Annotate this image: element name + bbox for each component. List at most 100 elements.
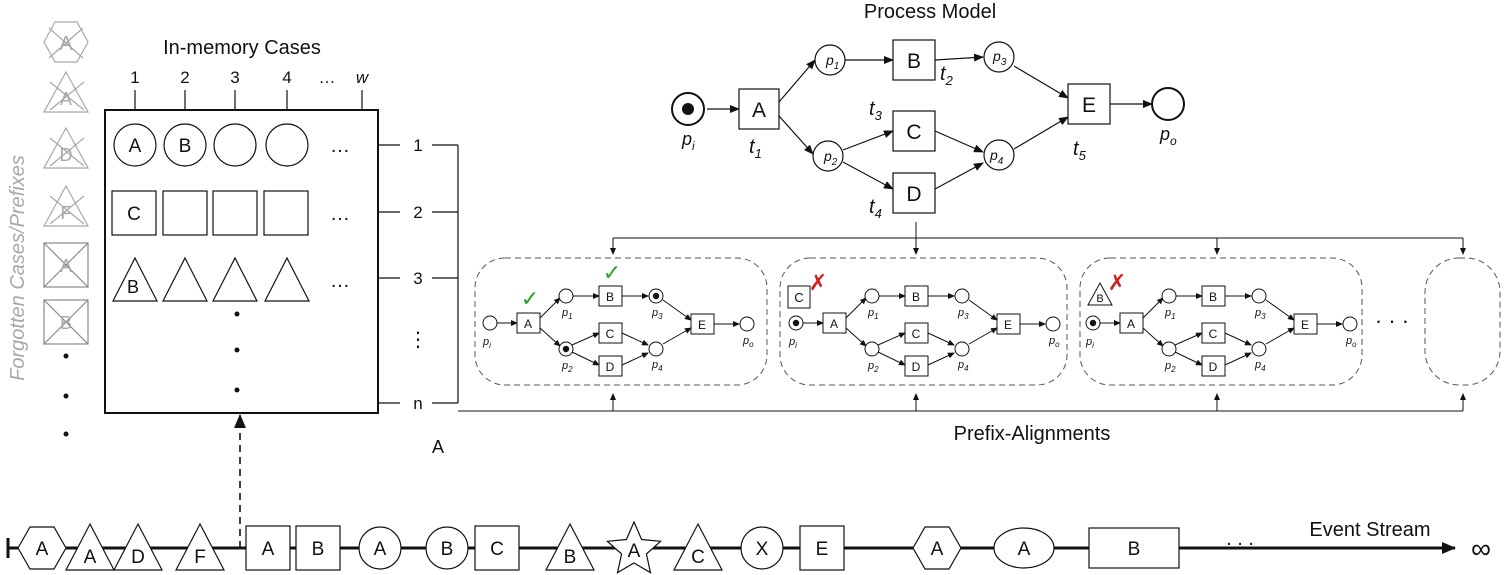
place-p4 xyxy=(983,139,1015,171)
memory-column-label: … xyxy=(319,68,336,87)
stream-ellipsis: . . . xyxy=(1226,528,1254,550)
forgotten-item-label: A xyxy=(59,33,73,55)
stream-event-square xyxy=(474,525,520,571)
forgotten-item xyxy=(43,242,89,288)
memory-column-label: 3 xyxy=(230,68,239,87)
svg-text:p4: p4 xyxy=(651,359,663,373)
stream-event-circle xyxy=(740,526,784,570)
stream-event-triangle xyxy=(545,522,595,571)
memory-cell-triangle xyxy=(162,256,208,302)
stream-event-star xyxy=(605,520,663,574)
transition-c xyxy=(892,110,936,152)
token xyxy=(562,345,570,353)
event-square xyxy=(787,285,811,309)
alignments-ellipsis: · · · xyxy=(1375,308,1409,333)
memory-cell-circle xyxy=(213,123,257,167)
transition-name: t1 xyxy=(749,136,762,161)
transition-name: t2 xyxy=(940,63,954,88)
memory-cell-triangle xyxy=(112,256,158,302)
transition-name: t5 xyxy=(1073,138,1087,163)
memory-vertical-dots xyxy=(234,311,240,393)
stream-event-square xyxy=(799,525,845,571)
stream-event-label: C xyxy=(490,539,504,560)
transition-d xyxy=(892,172,936,214)
memory-row-label: ⋮ xyxy=(408,329,428,351)
stream-event-label: A xyxy=(262,539,275,560)
transition-e xyxy=(1067,83,1111,125)
stream-event-label: A xyxy=(1018,539,1031,560)
memory-cell-label: B xyxy=(127,277,139,297)
memory-cell-square xyxy=(111,190,157,236)
memory-column-label: 2 xyxy=(180,68,189,87)
memory-ellipsis: … xyxy=(330,270,350,292)
svg-text:p2: p2 xyxy=(561,360,573,374)
place-label: pi xyxy=(681,129,695,153)
stream-event-circle xyxy=(425,526,469,570)
memory-cell-circle xyxy=(163,123,207,167)
stray-label: A xyxy=(432,437,444,457)
stream-event-label: B xyxy=(1128,539,1141,560)
stream-event-square xyxy=(245,525,291,571)
transition-name: t3 xyxy=(869,98,883,123)
transition-b xyxy=(892,39,936,81)
alignment-panel xyxy=(779,257,1068,386)
cross-icon: ✗ xyxy=(809,270,827,295)
memory-column-label: 1 xyxy=(130,68,139,87)
forgotten-item xyxy=(42,126,90,169)
transition-label: A xyxy=(752,99,766,122)
memory-cell-label: C xyxy=(127,204,141,225)
event-triangle xyxy=(1087,281,1113,306)
forgotten-item xyxy=(43,21,89,63)
place-p3 xyxy=(983,41,1015,73)
memory-row-label: 2 xyxy=(413,203,422,222)
forgotten-item-label: A xyxy=(60,89,72,109)
memory-row-label: 1 xyxy=(413,136,422,155)
place-label: p4 xyxy=(989,147,1004,167)
memory-row-ticks xyxy=(378,144,459,404)
stream-event-label: A xyxy=(36,539,49,560)
forgotten-item-label: D xyxy=(60,145,73,165)
alignment-panel xyxy=(474,257,768,386)
stream-event-square xyxy=(295,525,341,571)
forgotten-cases-column: Forgotten Cases/Prefixes A A D F A xyxy=(7,21,90,437)
transition-label: E xyxy=(1082,94,1096,117)
stream-event-hexagon xyxy=(17,526,67,570)
token xyxy=(682,103,694,115)
forgotten-item-label: A xyxy=(60,256,72,276)
token xyxy=(652,292,660,300)
memory-cell-square xyxy=(212,190,258,236)
stream-event-label: F xyxy=(194,547,206,568)
place-p2 xyxy=(812,140,844,172)
stream-label: Event Stream xyxy=(1309,519,1430,541)
forgotten-item-label: F xyxy=(61,203,72,223)
stream-event-label: D xyxy=(131,547,145,568)
transition-label: D xyxy=(906,183,921,206)
process-model-title: Process Model xyxy=(864,1,996,23)
memory-cell-circle xyxy=(265,123,309,167)
prefix-alignments-label: Prefix-Alignments xyxy=(954,423,1111,445)
svg-text:B: B xyxy=(606,290,614,304)
event-label: C xyxy=(794,290,803,305)
place-label: p2 xyxy=(823,148,838,168)
place-po xyxy=(1151,87,1185,121)
stream-event-label: B xyxy=(312,539,325,560)
memory-cell-label: A xyxy=(129,136,142,157)
stream-event-label: A xyxy=(931,539,944,560)
transition-name: t4 xyxy=(869,196,882,221)
place-p1 xyxy=(814,44,846,76)
token xyxy=(1089,319,1097,327)
place-label: po xyxy=(1159,124,1177,148)
memory-column-label: w xyxy=(356,68,370,87)
memory-column-ticks xyxy=(134,90,363,110)
alignment-net xyxy=(1085,286,1357,376)
memory-cell-square xyxy=(263,190,309,236)
forgotten-item xyxy=(43,299,89,345)
stream-event-rect xyxy=(1088,527,1180,569)
forgotten-item xyxy=(42,70,90,113)
stream-event-ellipse xyxy=(993,527,1055,569)
memory-ellipsis: … xyxy=(330,203,350,225)
stream-event-triangle xyxy=(175,522,225,571)
memory-cell-label: B xyxy=(179,136,192,157)
stream-infinity: ∞ xyxy=(1471,533,1491,564)
